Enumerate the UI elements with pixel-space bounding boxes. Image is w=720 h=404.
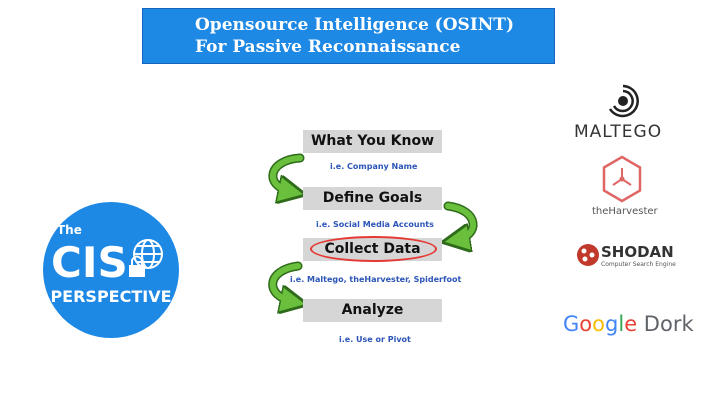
logo-circle [43,202,179,338]
theharvester-icon [602,155,642,203]
title-banner: Opensource Intelligence (OSINT) For Pass… [142,8,555,64]
logo-the-text: The [57,223,82,237]
maltego-icon [608,84,639,118]
step-example-4: i.e. Use or Pivot [339,335,411,344]
cis-perspective-logo: The CIS PERSPECTIVE [43,202,179,338]
shodan-icon [577,244,599,266]
highlight-oval [310,236,437,262]
globe-icon [133,239,163,269]
google-letter-g2: g [605,312,619,336]
padlock-icon [129,255,145,277]
dork-label: Dork [643,312,694,336]
google-letter-o1: o [579,312,593,336]
title-line-1: Opensource Intelligence (OSINT) [195,15,514,35]
step-example-3: i.e. Maltego, theHarvester, Spiderfoot [290,275,462,284]
google-letter-o2: o [592,312,605,336]
title-line-2: For Passive Reconnaissance [195,37,461,57]
logo-perspective-text: PERSPECTIVE [50,287,171,306]
google-letter-l: l [618,312,625,336]
step-define-goals: Define Goals [303,187,442,210]
google-dork-logo: Google Dork [563,312,694,336]
theharvester-label: theHarvester [592,206,658,217]
flow-arrows [268,153,478,320]
google-letter-g: G [563,312,580,336]
step-what-you-know: What You Know [303,130,442,153]
shodan-label: SHODAN [601,243,674,261]
step-example-1: i.e. Company Name [330,162,418,171]
step-example-2: i.e. Social Media Accounts [316,220,434,229]
maltego-label: MALTEGO [574,122,663,142]
shodan-tagline: Computer Search Engine [601,261,676,268]
logo-cis-text: CIS [51,238,128,287]
step-analyze: Analyze [303,299,442,322]
google-letter-e: e [624,312,638,336]
